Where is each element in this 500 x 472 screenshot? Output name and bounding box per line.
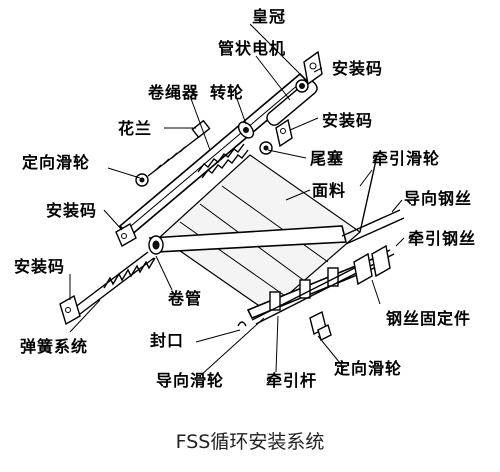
label-guide-pulley: 导向滑轮	[156, 371, 224, 390]
label-transfer-wheel: 转轮	[210, 83, 244, 102]
label-directional-pulley-2: 定向滑轮	[333, 359, 402, 378]
transfer-wheel	[237, 121, 255, 139]
upper-roller-assembly	[118, 72, 318, 238]
mount-bracket-bottom-left	[59, 294, 81, 326]
end-plug	[259, 141, 273, 155]
lower-roller-tube	[148, 225, 348, 255]
wire-fixings-right	[353, 244, 391, 286]
rope-winder-coil	[197, 143, 249, 179]
label-guide-wire: 导向钢丝	[404, 189, 472, 208]
label-directional-pulley-1: 定向滑轮	[21, 153, 90, 172]
label-roller-tube: 卷管	[167, 289, 202, 308]
label-traction-pulley: 牵引滑轮	[372, 149, 440, 168]
label-turnbuckle: 花兰	[118, 119, 152, 138]
diagram-caption: FSS循环安装系统	[176, 431, 325, 453]
directional-pulley-left	[135, 173, 149, 187]
label-mount-bracket-1: 安装码	[332, 59, 383, 78]
traction-bar-fittings	[309, 310, 332, 341]
mount-bracket-top-right	[303, 50, 323, 86]
label-end-plug: 尾塞	[310, 149, 344, 168]
label-mount-bracket-4: 安装码	[14, 257, 65, 276]
label-traction-bar: 牵引杆	[266, 371, 317, 390]
label-mount-bracket-2: 安装码	[322, 111, 373, 130]
label-wire-fixing: 钢丝固定件	[386, 309, 471, 328]
label-spring-system: 弹簧系统	[20, 337, 88, 356]
mount-bracket-end-plug	[275, 118, 293, 148]
label-fabric: 面料	[312, 181, 346, 200]
crown-part	[295, 79, 309, 93]
label-crown: 皇冠	[252, 7, 286, 26]
spring-system	[73, 251, 156, 315]
label-rope-winder: 卷绳器	[147, 83, 199, 102]
label-seal: 封口	[150, 331, 184, 350]
seal-clip	[237, 321, 247, 327]
leader-lines	[69, 23, 405, 377]
label-traction-wire: 牵引钢丝	[408, 229, 476, 248]
label-mount-bracket-3: 安装码	[46, 201, 97, 220]
label-tubular-motor: 管状电机	[218, 39, 286, 58]
